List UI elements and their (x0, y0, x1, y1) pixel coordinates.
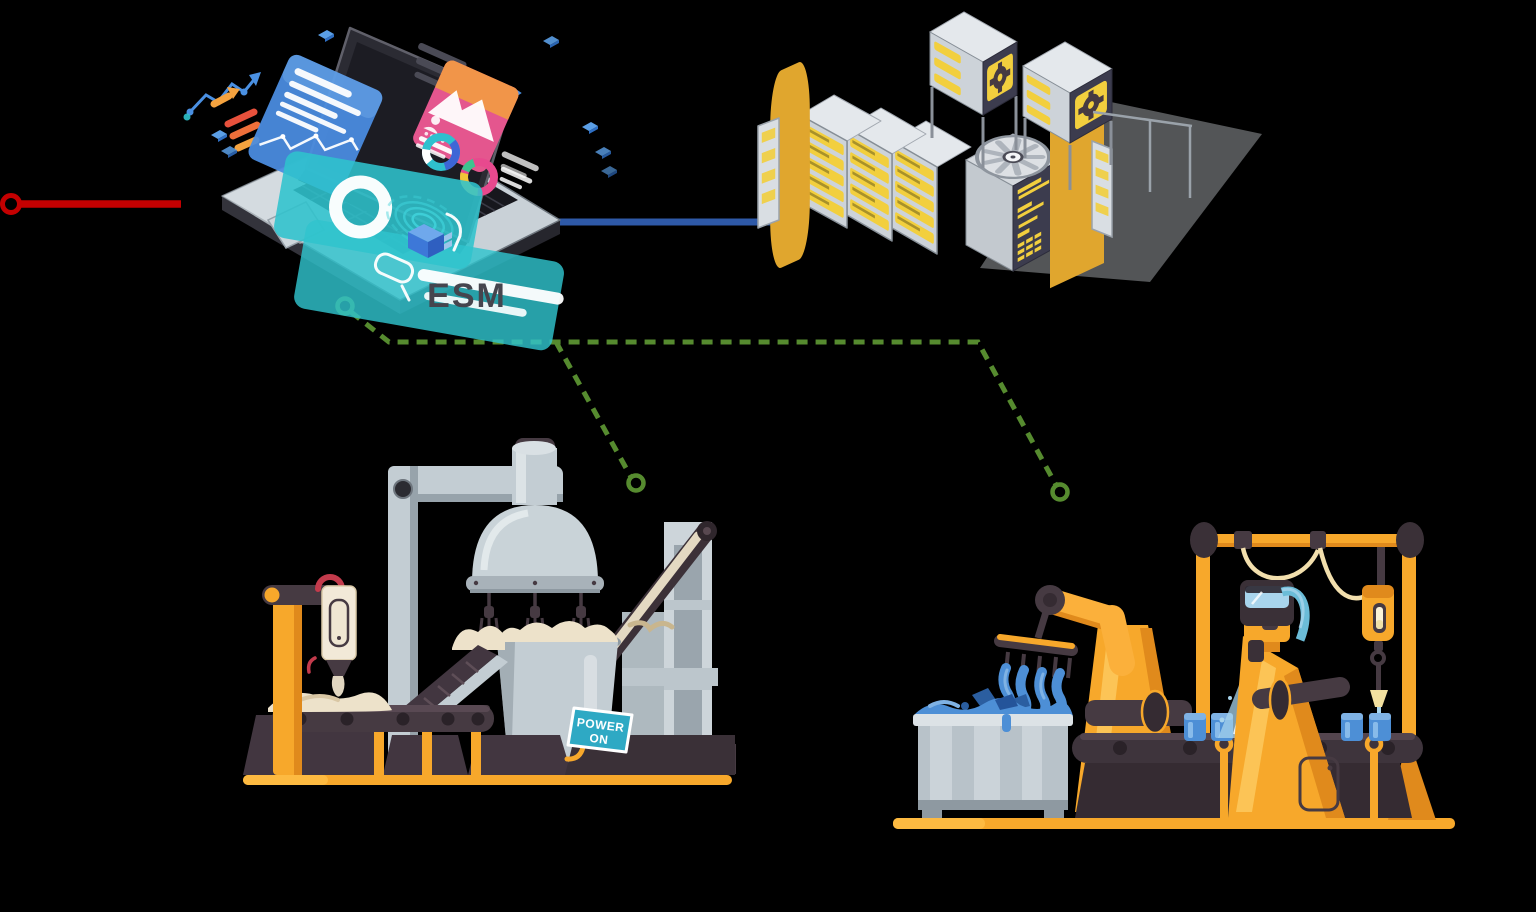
teal-dashboard-panel (274, 151, 564, 351)
analytics-card (248, 54, 383, 195)
green-endpoint-bottling (1050, 482, 1070, 502)
server-rack-row (757, 95, 972, 254)
gear-panel-icon (987, 53, 1013, 102)
green-branch-path (553, 340, 634, 479)
mixing-machine-illustration: POWER ON (243, 438, 736, 785)
teal-donut (329, 175, 393, 239)
shelf-frame (1092, 110, 1193, 198)
usb-plug-icon (408, 224, 452, 258)
connector-red (0, 193, 181, 215)
esm-console-illustration: ESM (183, 26, 617, 351)
orange-arrow-icon (210, 87, 240, 108)
red-handle (315, 574, 345, 592)
bottling-line-illustration (893, 522, 1455, 829)
filling-machine (1228, 580, 1350, 818)
flour-stream (331, 676, 345, 697)
gear-panel-icon (1075, 80, 1107, 130)
power-on-sign: POWER ON (564, 706, 634, 762)
power-on-line2: ON (589, 731, 610, 747)
mixer-dome (466, 438, 604, 593)
power-on-line1: POWER (576, 715, 625, 735)
factory-base (893, 818, 1455, 829)
esm-label: ESM (427, 277, 507, 315)
wire-outline (373, 212, 462, 302)
server-cluster-illustration (757, 11, 1262, 289)
person-icon (423, 115, 441, 135)
donut-chart-1 (421, 133, 460, 171)
mountains-icon (428, 90, 494, 142)
hanging-dispenser (1362, 547, 1394, 719)
green-endpoint-mixer (626, 473, 646, 493)
arm-elbow-joint (1140, 689, 1170, 735)
factory-base (243, 775, 732, 785)
hose-right (1317, 547, 1367, 601)
green-dashed-path (349, 310, 1059, 487)
hose-left (1240, 547, 1321, 581)
elevated-cabinet-1 (928, 11, 1019, 168)
incline-conveyor-right (592, 521, 717, 674)
dispenser-machine (262, 574, 357, 775)
server-tower (964, 95, 1113, 289)
elevated-cabinet-2 (1021, 41, 1114, 190)
red-endpoint-circle (0, 193, 22, 215)
frame-hole (393, 479, 413, 499)
fabric-bin (913, 694, 1073, 818)
turbine-fan-icon (975, 134, 1051, 180)
connector-blue (517, 210, 800, 234)
